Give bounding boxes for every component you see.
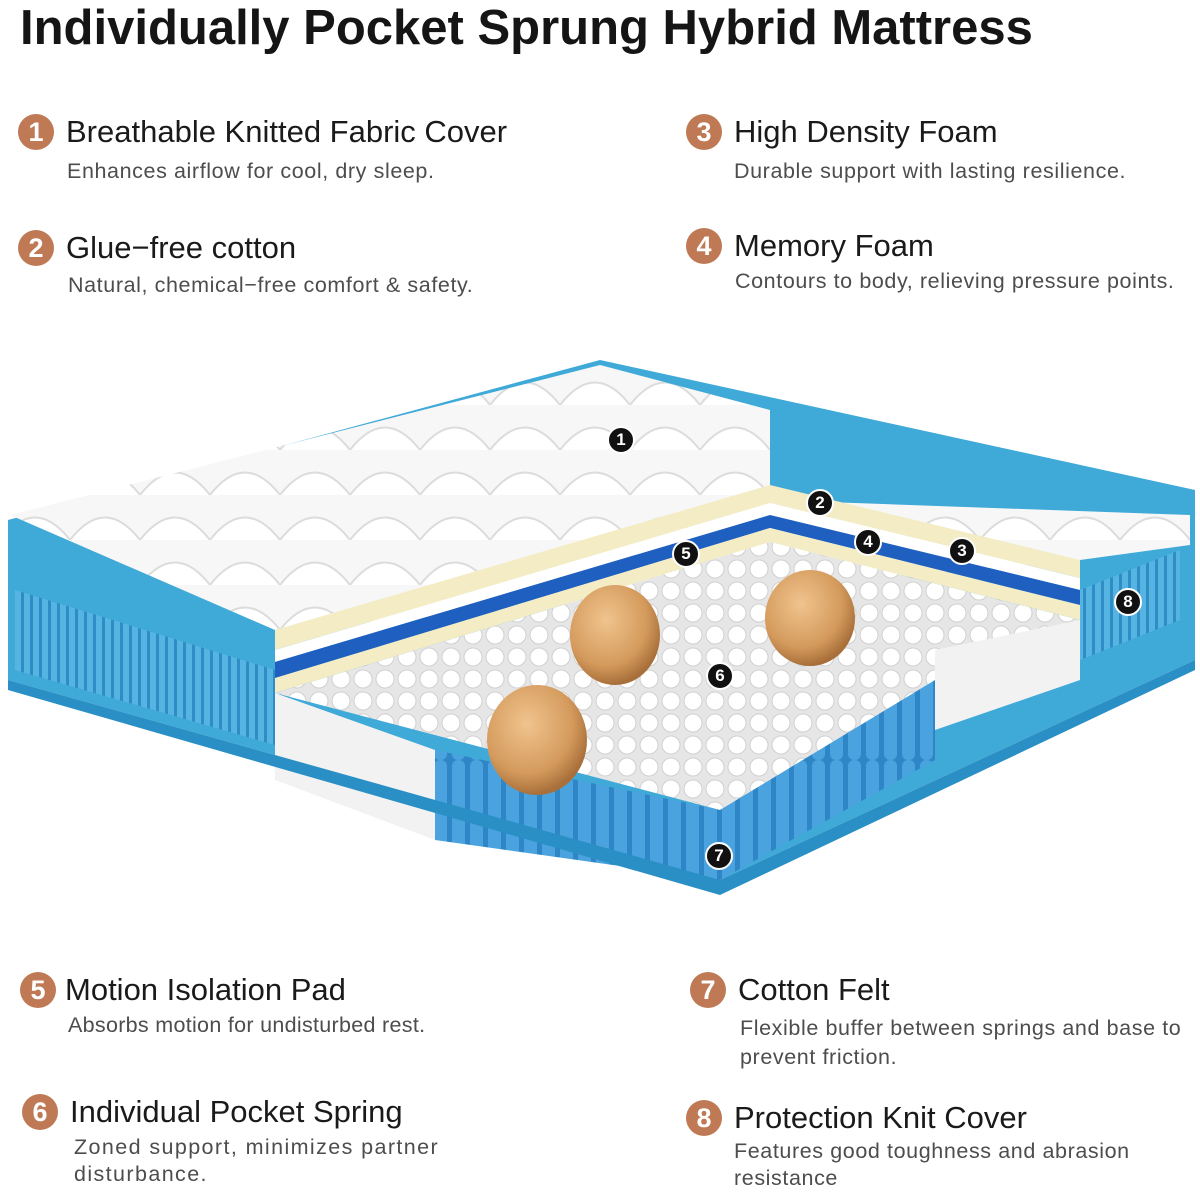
diagram-marker-3: 3 [948,537,976,565]
diagram-marker-7: 7 [705,842,733,870]
feature-description: Enhances airflow for cool, dry sleep. [67,159,435,183]
mattress-cutaway-diagram: 1 2 3 4 5 6 7 8 [0,360,1200,920]
feature-title: High Density Foam [734,114,998,149]
number-badge-7: 7 [690,972,726,1008]
feature-title: Memory Foam [734,228,934,263]
feature-4: 4 Memory Foam Contours to body, relievin… [686,228,1186,295]
diagram-marker-6: 6 [706,662,734,690]
feature-title: Individual Pocket Spring [70,1094,403,1129]
feature-title: Motion Isolation Pad [65,972,346,1007]
diagram-marker-8: 8 [1114,588,1142,616]
diagram-marker-1: 1 [607,426,635,454]
diagram-marker-4: 4 [854,528,882,556]
diagram-marker-2: 2 [806,489,834,517]
feature-title: Breathable Knitted Fabric Cover [66,114,508,149]
feature-7: 7 Cotton Felt Flexible buffer between sp… [690,972,1190,1072]
number-badge-8: 8 [686,1100,722,1136]
number-badge-5: 5 [20,972,56,1008]
feature-2: 2 Glue−free cotton Natural, chemical−fre… [18,230,488,299]
feature-description: Durable support with lasting resilience. [734,159,1127,183]
number-badge-1: 1 [18,114,54,150]
feature-description: Flexible buffer between springs and base… [740,1016,1182,1069]
feature-title: Cotton Felt [738,972,890,1007]
number-badge-4: 4 [686,228,722,264]
feature-title: Protection Knit Cover [734,1100,1027,1135]
number-badge-3: 3 [686,114,722,150]
feature-6: 6 Individual Pocket Spring Zoned support… [22,1094,522,1188]
feature-title: Glue−free cotton [66,230,297,265]
number-badge-2: 2 [18,230,54,266]
page-title: Individually Pocket Sprung Hybrid Mattre… [20,1,1033,55]
feature-5: 5 Motion Isolation Pad Absorbs motion fo… [20,972,580,1039]
number-badge-6: 6 [22,1094,58,1130]
feature-description: Features good toughness and abrasion res… [734,1139,1130,1190]
feature-1: 1 Breathable Knitted Fabric Cover Enhanc… [18,114,618,185]
diagram-marker-5: 5 [672,540,700,568]
feature-description: Absorbs motion for undisturbed rest. [68,1013,426,1037]
feature-8: 8 Protection Knit Cover Features good to… [686,1100,1196,1192]
feature-description: Natural, chemical−free comfort & safety. [68,273,474,297]
feature-description: Contours to body, relieving pressure poi… [735,269,1175,293]
feature-3: 3 High Density Foam Durable support with… [686,114,1196,185]
feature-description: Zoned support, minimizes partner disturb… [74,1135,440,1186]
